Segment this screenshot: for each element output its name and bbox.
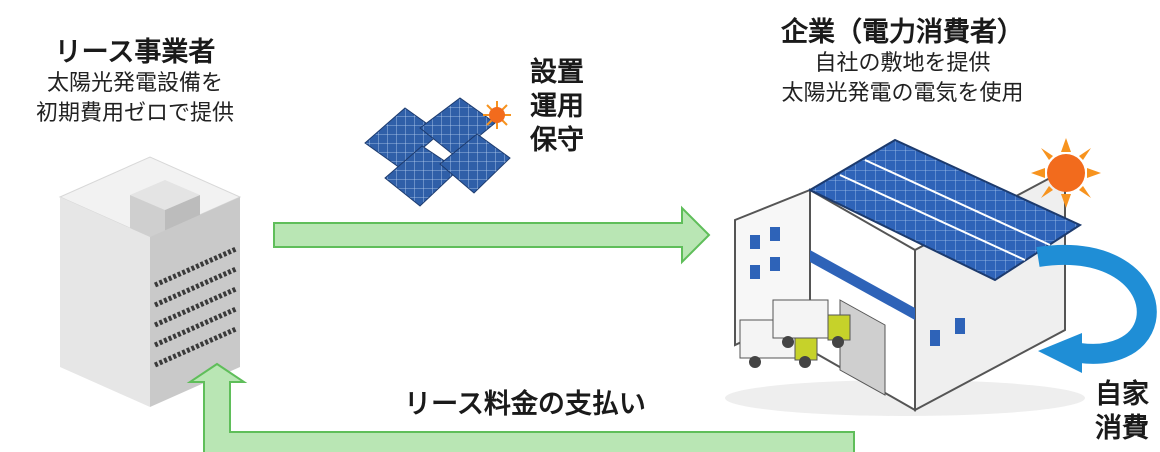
company-desc-line1: 自社の敷地を提供 — [814, 51, 991, 76]
company-desc-line2: 太陽光発電の電気を使用 — [781, 81, 1024, 106]
self-consumption-arrow — [1036, 244, 1157, 373]
payment-arrow — [186, 362, 855, 452]
trucks — [739, 299, 851, 368]
lessor-title: リース事業者 — [54, 37, 216, 68]
company-title: 企業（電力消費者） — [781, 17, 1024, 48]
self-consumption-line2: 消費 — [1095, 413, 1149, 444]
lessor-desc-line2: 初期費用ゼロで提供 — [35, 101, 234, 126]
small-sun-icon — [483, 101, 511, 129]
service-label: 設置 運用 保守 — [522, 56, 592, 158]
company-block: 企業（電力消費者） 自社の敷地を提供 太陽光発電の電気を使用 — [735, 10, 1070, 109]
sun-icon — [1031, 138, 1101, 208]
service-maintenance-label: 保守 — [530, 125, 584, 156]
lessor-block: リース事業者 太陽光発電設備を 初期費用ゼロで提供 — [0, 30, 270, 129]
self-consumption-label: 自家 消費 — [1087, 378, 1157, 446]
payment-label: リース料金の支払い — [404, 389, 646, 420]
lessor-desc-line1: 太陽光発電設備を — [46, 71, 223, 96]
factory-illustration — [725, 138, 1085, 416]
provision-arrow — [273, 205, 711, 265]
service-operation-label: 運用 — [530, 91, 584, 122]
solar-panels-illustration — [364, 97, 511, 207]
service-setup-label: 設置 — [530, 57, 584, 88]
self-consumption-line1: 自家 — [1095, 379, 1149, 410]
office-building-illustration — [58, 156, 242, 407]
